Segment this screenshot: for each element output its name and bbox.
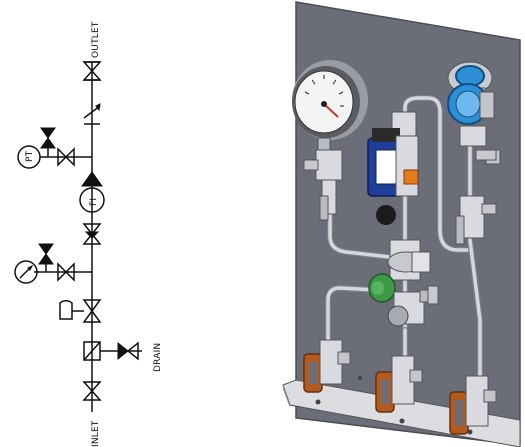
- pressure-gauge: [292, 60, 368, 153]
- pid-schematic: OUTLET PT: [14, 21, 163, 447]
- inlet-valve-left: [303, 339, 351, 393]
- pressure-gauge-icon: [14, 260, 38, 284]
- panel-render: [282, 1, 521, 447]
- inlet-valve-center: [375, 355, 423, 413]
- outlet-label: OUTLET: [91, 21, 101, 58]
- flow-indicator-icon: FI: [79, 187, 105, 213]
- flow-meter: [367, 111, 419, 225]
- flow-meter-icon: [81, 171, 103, 187]
- base-bolts: [315, 376, 473, 435]
- fi-label: FI: [89, 198, 99, 206]
- pi-needle-valve-icon: [38, 243, 54, 272]
- pressure-transmitter-icon: PT: [17, 145, 41, 169]
- pt-label: PT: [25, 150, 35, 162]
- pressure-regulator-icon: [59, 299, 102, 323]
- flow-control-valve-icon: [82, 223, 102, 245]
- transmitter-manifold-valve: [455, 195, 497, 245]
- outlet-valve-icon: [82, 61, 102, 81]
- check-valve-icon: [83, 103, 101, 125]
- pt-manifold-valve: [303, 149, 343, 221]
- inlet-label: INLET: [91, 420, 101, 447]
- pt-isolation-valve-icon: [57, 147, 75, 167]
- drain-label: DRAIN: [153, 343, 163, 372]
- inlet-valve-icon: [82, 381, 102, 401]
- inlet-valve-right: [449, 375, 497, 435]
- mounting-bracket: [427, 149, 497, 305]
- pt-needle-valve-icon: [40, 127, 56, 157]
- pi-isolation-valve-icon: [57, 262, 75, 282]
- pressure-transmitter: [447, 61, 501, 165]
- drain-valve-icon: [117, 341, 139, 361]
